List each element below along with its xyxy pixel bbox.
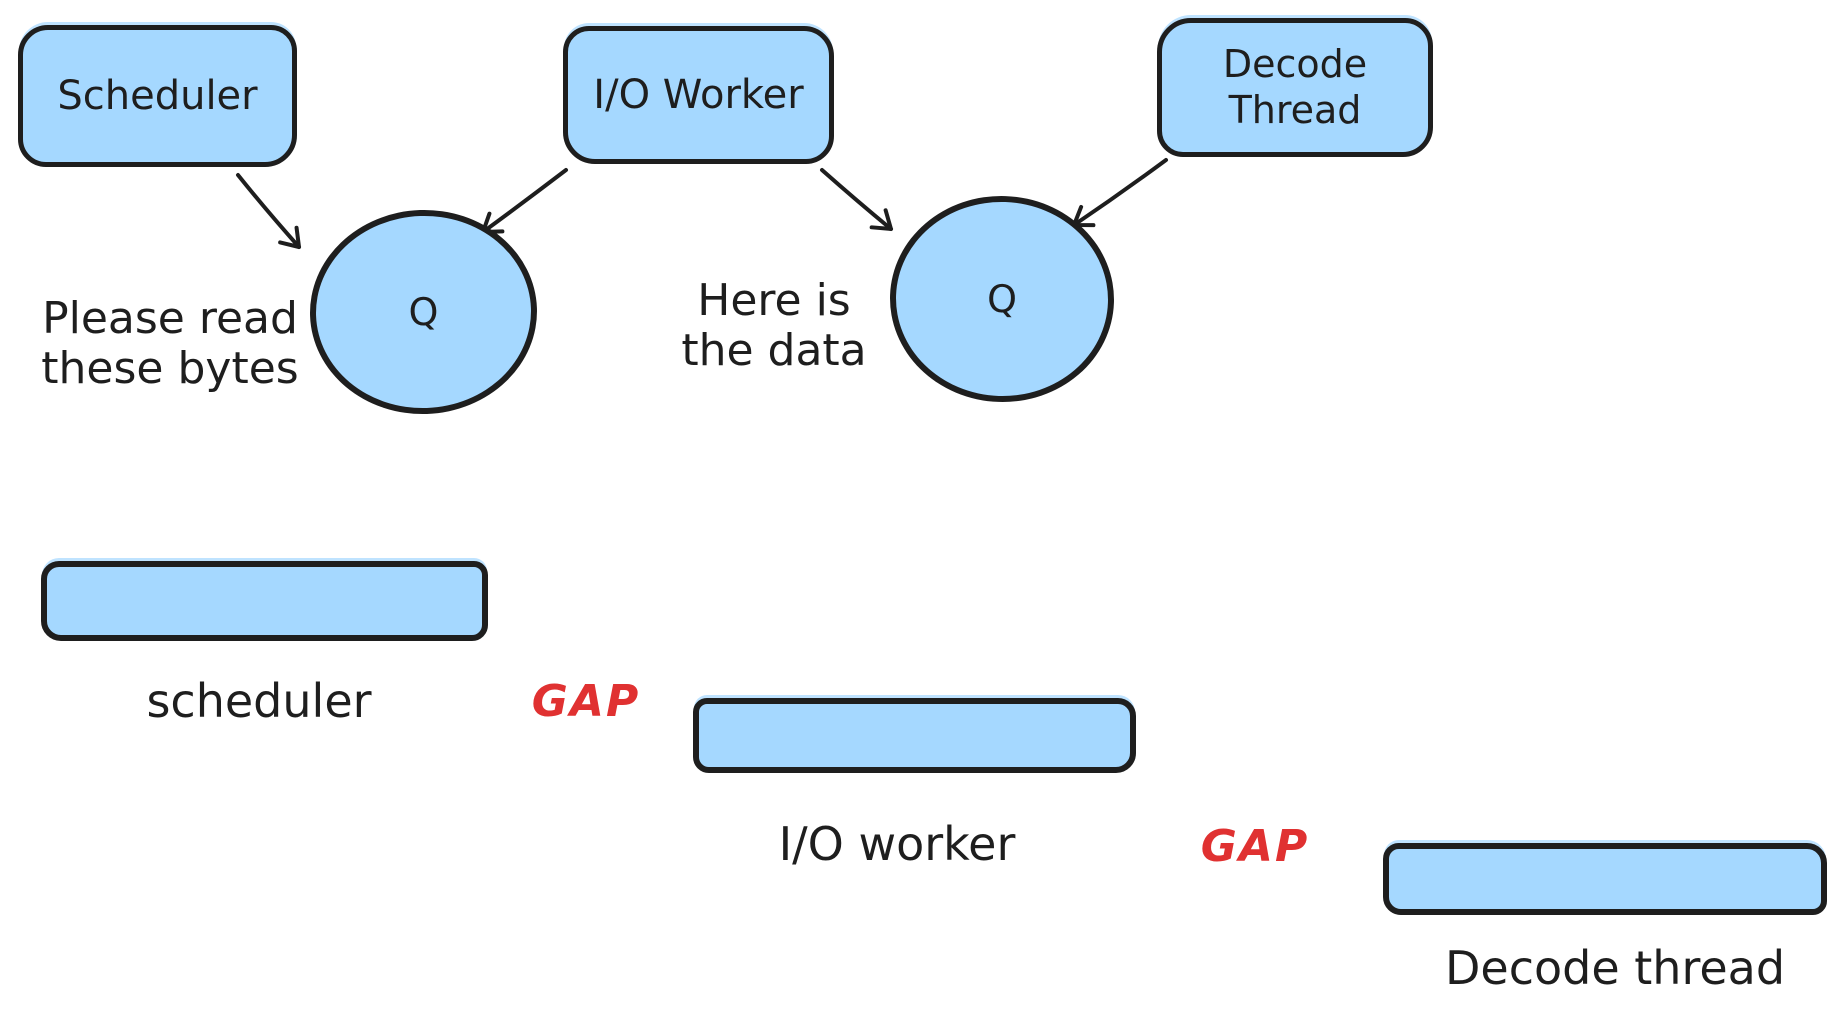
queue-2-label: Q — [986, 276, 1018, 322]
arrow-ioworker-to-queue1 — [481, 168, 568, 234]
arrow-ioworker-to-queue2 — [820, 168, 893, 231]
queue-1-circle: Q — [306, 206, 541, 418]
scheduler-box-label: Scheduler — [57, 73, 258, 119]
io-worker-box: I/O Worker — [563, 26, 834, 164]
decode-thread-timeline-bar — [1383, 843, 1827, 915]
scheduler-box: Scheduler — [18, 25, 297, 167]
io-worker-box-label: I/O Worker — [593, 72, 804, 118]
read-request-annotation: Please read these bytes — [41, 293, 299, 395]
scheduler-lane-label: scheduler — [146, 674, 372, 728]
decode-thread-box: Decode Thread — [1157, 18, 1433, 157]
data-reply-annotation: Here is the data — [681, 275, 867, 377]
decode-thread-box-label: Decode Thread — [1222, 41, 1368, 132]
queue-2-circle: Q — [886, 192, 1118, 406]
scheduler-timeline-bar — [41, 561, 488, 641]
decode-thread-lane-label: Decode thread — [1444, 941, 1786, 995]
arrow-decodethread-to-queue2 — [1072, 158, 1168, 228]
io-worker-lane-label: I/O worker — [778, 817, 1016, 871]
queue-1-label: Q — [407, 289, 440, 335]
gap-label-1: GAP — [531, 676, 641, 727]
arrow-scheduler-to-queue1 — [236, 173, 301, 249]
io-worker-timeline-bar — [693, 698, 1136, 773]
gap-label-2: GAP — [1200, 821, 1310, 872]
